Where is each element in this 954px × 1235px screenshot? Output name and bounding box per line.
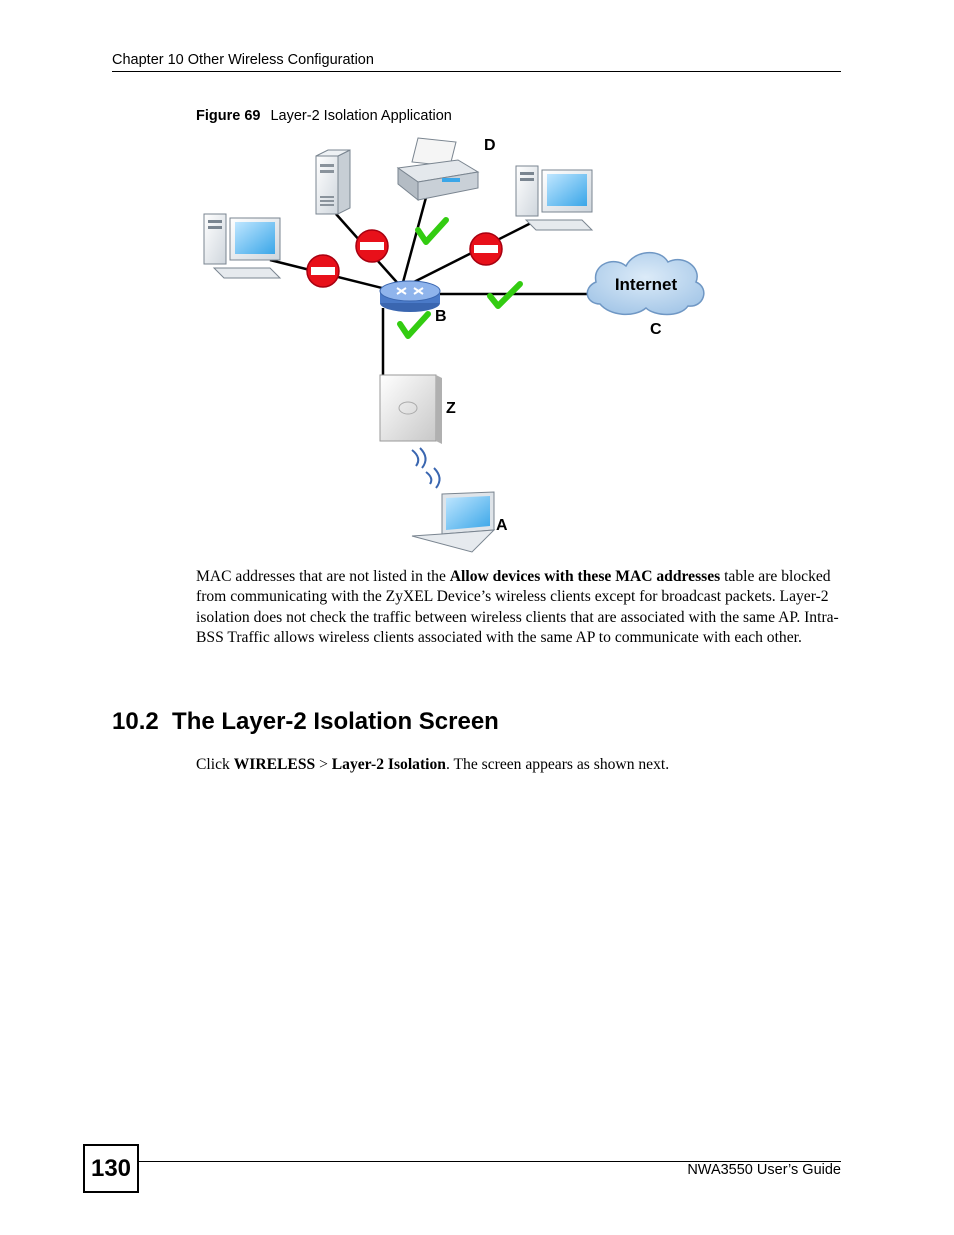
wireless-signal-icon	[412, 448, 440, 488]
blocked-icon	[356, 230, 388, 262]
layer2-isolation-diagram: Internet D B C Z A	[190, 128, 720, 568]
server-tower-icon	[316, 150, 350, 214]
click-prefix: Click	[196, 756, 234, 773]
allowed-check-icon	[418, 220, 446, 242]
blocked-icon	[470, 233, 502, 265]
section-title: 10.2 The Layer-2 Isolation Screen	[112, 708, 499, 736]
access-point-icon	[380, 375, 442, 444]
label-d: D	[484, 137, 496, 154]
printer-icon	[398, 138, 478, 200]
menu-layer2-isolation: Layer-2 Isolation	[332, 756, 446, 773]
laptop-icon	[412, 492, 494, 552]
body-paragraph: MAC addresses that are not listed in the…	[196, 567, 844, 648]
body-text-prefix: MAC addresses that are not listed in the	[196, 568, 450, 585]
click-instruction: Click WIRELESS > Layer-2 Isolation. The …	[196, 755, 669, 775]
menu-separator: >	[315, 756, 332, 773]
desktop-computer-icon	[516, 166, 592, 230]
figure-title: Layer-2 Isolation Application	[270, 108, 451, 124]
body-text-bold: Allow devices with these MAC addresses	[450, 568, 720, 585]
footer-guide-title: NWA3550 User’s Guide	[687, 1162, 841, 1178]
blocked-icon	[307, 255, 339, 287]
router-icon	[380, 281, 440, 312]
allowed-check-icon	[400, 314, 428, 336]
figure-number: Figure 69	[196, 108, 260, 124]
click-suffix: . The screen appears as shown next.	[446, 756, 669, 773]
cloud-icon: Internet	[587, 253, 704, 315]
label-c: C	[650, 321, 662, 338]
label-a: A	[496, 517, 508, 534]
figure-caption: Figure 69 Layer-2 Isolation Application	[196, 108, 452, 124]
internet-label: Internet	[615, 275, 678, 294]
header-rule	[112, 71, 841, 72]
label-b: B	[435, 308, 447, 325]
running-header: Chapter 10 Other Wireless Configuration	[112, 52, 374, 68]
desktop-computer-icon	[204, 214, 280, 278]
label-z: Z	[446, 400, 456, 417]
page-number: 130	[83, 1144, 139, 1193]
menu-wireless: WIRELESS	[234, 756, 315, 773]
